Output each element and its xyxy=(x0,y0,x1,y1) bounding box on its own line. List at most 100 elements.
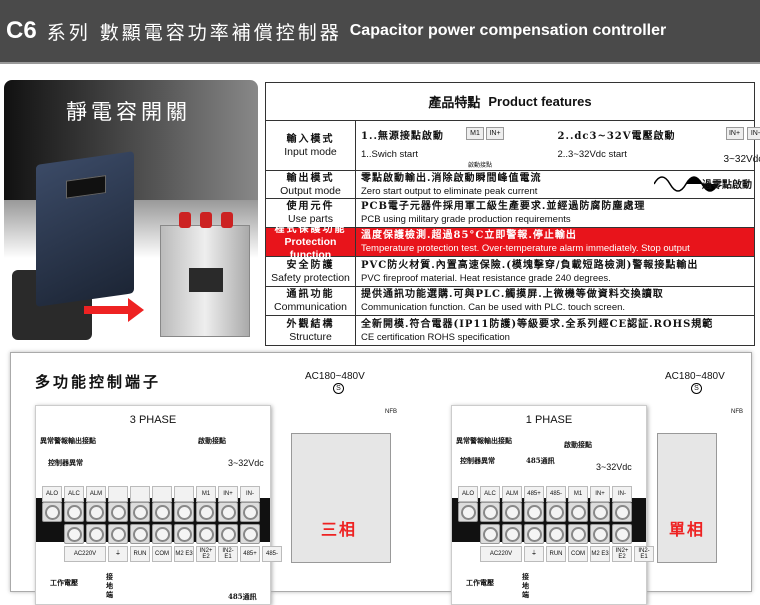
terminal-screw xyxy=(524,524,544,544)
single-phase-label: 單相 xyxy=(669,516,705,540)
terminal-label: IN- xyxy=(240,486,260,502)
nfb-label: NFB xyxy=(731,409,743,415)
start-contact-label: 啟動接點 xyxy=(564,440,592,450)
terminal-screw xyxy=(218,502,238,522)
vdc-label: 3~32Vdc xyxy=(724,151,760,169)
row-key-en: Safety protection xyxy=(266,272,355,285)
controller-error-label: 控制器異常 xyxy=(48,458,83,468)
terminal-screw xyxy=(196,502,216,522)
terminal-screw xyxy=(480,502,500,522)
title-zh: 系列 數顯電容功率補償控制器 xyxy=(47,18,342,45)
terminal-label: M2 E3 xyxy=(174,546,194,562)
source-icon: S xyxy=(691,383,702,394)
terminal-screw xyxy=(196,524,216,544)
device-display xyxy=(66,175,106,199)
row-value-zh: PCB電子元器件採用軍工級生產要求.並經過防腐防塵處理 xyxy=(361,200,754,213)
terminal-screw xyxy=(524,502,544,522)
terminal-screw xyxy=(546,502,566,522)
terminal-label: 485+ xyxy=(524,486,544,502)
capacitor-terminal xyxy=(221,212,233,228)
terminal-label: ALO xyxy=(42,486,62,502)
panel-title: 1 PHASE xyxy=(452,414,646,426)
terminal-label: 485- xyxy=(262,546,282,562)
row-key-zh: 輸出模式 xyxy=(266,172,355,185)
model-name: C6 xyxy=(6,17,37,45)
panel-title: 3 PHASE xyxy=(36,414,270,426)
opt1-zh: 1..無源接點啟動 xyxy=(361,128,558,146)
terminal-screw xyxy=(64,502,84,522)
row-value-en: Temperature protection test. Over-temper… xyxy=(361,242,754,255)
terminal-label: IN2+ E2 xyxy=(612,546,632,562)
terminal-screw xyxy=(152,524,172,544)
arrow-right-icon xyxy=(84,306,130,314)
ground-label: 接地端 xyxy=(522,572,530,599)
product-photo: 靜電容開關 xyxy=(4,80,258,346)
terminals-section: 多功能控制端子 3 PHASE 異常警報輸出接點 控制器異常 啟動接點 3~32… xyxy=(10,352,752,592)
rs485-label: 485通訊 xyxy=(228,592,257,602)
alarm-output-label: 異常警報輸出接點 xyxy=(456,436,512,446)
photo-label: 靜電容開關 xyxy=(66,96,191,126)
scr-module xyxy=(657,433,717,563)
terminal-label: AC220V xyxy=(64,546,106,562)
terminal-label: ALC xyxy=(64,486,84,502)
capacitor-terminal xyxy=(200,212,212,228)
row-key-en: Communication xyxy=(266,301,355,314)
terminal-label: 485+ xyxy=(240,546,260,562)
terminals-title: 多功能控制端子 xyxy=(35,371,161,392)
terminal-screw xyxy=(568,524,588,544)
terminal-screw xyxy=(174,502,194,522)
terminal-screw xyxy=(64,524,84,544)
row-value-en: CE certification ROHS specification xyxy=(361,331,754,344)
terminal-label: IN2- E1 xyxy=(634,546,654,562)
row-value-zh: 溫度保護檢測.超過85°C立即警報.停止輸出 xyxy=(361,229,754,242)
row-value-en: Communication function. Can be used with… xyxy=(361,301,754,314)
terminal-screw xyxy=(86,502,106,522)
features-title-en: Product features xyxy=(488,94,591,109)
terminal-in-plus: IN+ xyxy=(486,127,504,140)
alarm-output-label: 異常警報輸出接點 xyxy=(40,436,96,446)
nfb-label: NFB xyxy=(385,409,397,415)
terminal-label: COM xyxy=(152,546,172,562)
terminal-label: COM xyxy=(568,546,588,562)
row-key-en: Output mode xyxy=(266,185,355,198)
terminal-label: IN2- E1 xyxy=(218,546,238,562)
row-value-en: PVC fireproof material. Heat resistance … xyxy=(361,272,754,285)
controller-error-label: 控制器異常 xyxy=(460,456,495,466)
page-header: C6 系列 數顯電容功率補償控制器 Capacitor power compen… xyxy=(0,0,760,64)
features-title-zh: 產品特點 xyxy=(428,92,480,111)
terminal-screw xyxy=(86,524,106,544)
terminal-screw xyxy=(502,502,522,522)
terminal-label: ALM xyxy=(502,486,522,502)
vdc-label: 3~32Vdc xyxy=(228,458,264,468)
features-title: 產品特點 Product features xyxy=(266,83,754,121)
work-voltage-label: 工作電壓 xyxy=(50,578,78,588)
terminal-screw xyxy=(568,502,588,522)
row-key-zh: 輸入模式 xyxy=(266,133,355,146)
row-value-zh: 全新開模.符合電器(IP11防護)等級要求.全系列經CE認証.ROHS規範 xyxy=(361,318,754,331)
wave-label: 過零點啟動 xyxy=(702,179,752,192)
terminal-label: ALO xyxy=(458,486,478,502)
terminal-in-plus: IN+ xyxy=(726,127,744,140)
row-key-en: Input mode xyxy=(266,146,355,159)
terminal-screw xyxy=(240,502,260,522)
terminal-label: IN2+ E2 xyxy=(196,546,216,562)
terminal-in-minus: IN- xyxy=(747,127,760,140)
voltage-label: AC180~480V xyxy=(665,371,725,382)
row-value-zh: PVC防火材質.內置高速保險.(模塊擊穿/負載短路檢測)警報接點輸出 xyxy=(361,259,754,272)
row-key-zh: 安全防護 xyxy=(266,259,355,272)
single-phase-terminal-panel: 1 PHASE 異常警報輸出接點 控制器異常 485通訊 啟動接點 3~32Vd… xyxy=(451,405,647,605)
start-contact-label: 啟動接點 xyxy=(198,436,226,446)
title-en: Capacitor power compensation controller xyxy=(350,22,667,40)
terminal-screw xyxy=(546,524,566,544)
terminal-screw xyxy=(590,524,610,544)
row-key-zh: 通訊功能 xyxy=(266,288,355,301)
terminal-label: M1 xyxy=(568,486,588,502)
row-value-zh: 提供通訊功能選購.可與PLC.觸摸屏.上微機等做資料交換讀取 xyxy=(361,288,754,301)
scr-module xyxy=(291,433,391,563)
